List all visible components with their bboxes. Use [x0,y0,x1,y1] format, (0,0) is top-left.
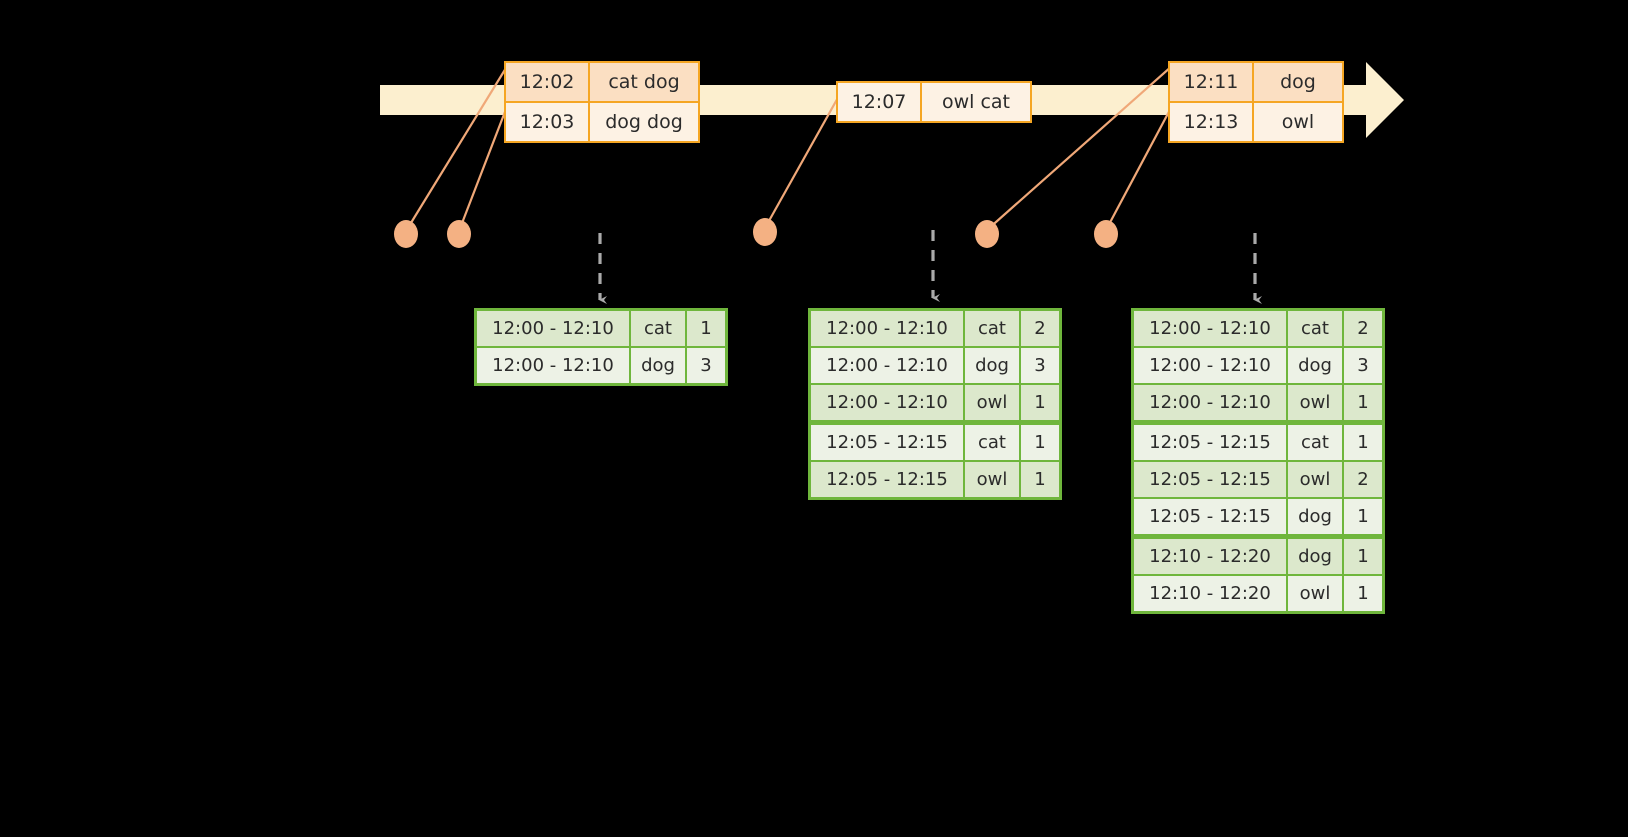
connector-dot-3 [753,218,777,246]
connector-dot-1 [394,220,418,248]
cell-count: 3 [1344,348,1382,383]
event-words: dog [1280,71,1316,93]
event-row[interactable]: 12:07 owl cat [838,83,1030,121]
connector-dot-5 [1094,220,1118,248]
result-table-2[interactable]: 12:00 - 12:10 cat 2 12:00 - 12:10 dog 3 … [808,308,1062,500]
table-row[interactable]: 12:05 - 12:15 owl 2 [1134,462,1382,497]
event-row[interactable]: 12:13 owl [1170,101,1342,141]
cell-window: 12:10 - 12:20 [1134,576,1286,611]
event-row[interactable]: 12:03 dog dog [506,101,698,141]
cell-window: 12:00 - 12:10 [811,385,963,420]
connector-line-2 [457,103,510,232]
cell-count: 1 [1344,499,1382,534]
cell-word: cat [965,425,1019,460]
event-words: dog dog [605,111,683,133]
cell-count: 2 [1021,311,1059,346]
event-time: 12:03 [506,103,590,141]
event-time: 12:07 [838,83,922,121]
cell-count: 1 [1021,425,1059,460]
cell-window: 12:05 - 12:15 [1134,462,1286,497]
cell-word: cat [1288,311,1342,346]
event-time: 12:02 [506,63,590,101]
event-row[interactable]: 12:11 dog [1170,63,1342,101]
cell-window: 12:00 - 12:10 [1134,311,1286,346]
connector-dot-2 [447,220,471,248]
cell-word: dog [631,348,685,383]
cell-window: 12:00 - 12:10 [811,311,963,346]
table-row[interactable]: 12:00 - 12:10 owl 1 [811,385,1059,420]
cell-word: dog [1288,499,1342,534]
table-row[interactable]: 12:05 - 12:15 owl 1 [811,462,1059,497]
cell-word: cat [965,311,1019,346]
cell-word: dog [965,348,1019,383]
cell-word: cat [631,311,685,346]
cell-count: 1 [1344,425,1382,460]
cell-window: 12:10 - 12:20 [1134,539,1286,574]
cell-window: 12:00 - 12:10 [477,311,629,346]
table-row[interactable]: 12:05 - 12:15 cat 1 [1134,425,1382,460]
event-time: 12:13 [1170,103,1254,141]
cell-window: 12:05 - 12:15 [811,462,963,497]
result-table-1[interactable]: 12:00 - 12:10 cat 1 12:00 - 12:10 dog 3 [474,308,728,386]
table-row[interactable]: 12:10 - 12:20 owl 1 [1134,576,1382,611]
cell-window: 12:00 - 12:10 [811,348,963,383]
cell-count: 2 [1344,311,1382,346]
event-group-2[interactable]: 12:07 owl cat [836,81,1032,123]
cell-count: 1 [1021,462,1059,497]
cell-window: 12:00 - 12:10 [1134,385,1286,420]
cell-count: 1 [687,311,725,346]
event-row[interactable]: 12:02 cat dog [506,63,698,101]
connector-dots [394,218,1118,248]
table-row[interactable]: 12:05 - 12:15 cat 1 [811,425,1059,460]
event-group-1[interactable]: 12:02 cat dog 12:03 dog dog [504,61,700,143]
drop-arrows [598,230,1262,304]
cell-word: cat [1288,425,1342,460]
cell-count: 1 [1344,385,1382,420]
cell-word: owl [1288,462,1342,497]
cell-count: 2 [1344,462,1382,497]
cell-count: 1 [1344,576,1382,611]
cell-word: dog [1288,539,1342,574]
table-row[interactable]: 12:10 - 12:20 dog 1 [1134,539,1382,574]
event-words: cat dog [608,71,680,93]
event-words: owl cat [941,91,1011,113]
cell-count: 3 [687,348,725,383]
cell-count: 3 [1021,348,1059,383]
connector-line-3 [764,93,841,229]
cell-window: 12:05 - 12:15 [1134,425,1286,460]
table-row[interactable]: 12:00 - 12:10 dog 3 [1134,348,1382,383]
cell-word: dog [1288,348,1342,383]
table-row[interactable]: 12:00 - 12:10 cat 1 [477,311,725,346]
table-row[interactable]: 12:00 - 12:10 cat 2 [811,311,1059,346]
cell-word: owl [1288,576,1342,611]
result-table-3[interactable]: 12:00 - 12:10 cat 2 12:00 - 12:10 dog 3 … [1131,308,1385,614]
connector-line-5 [1105,105,1173,231]
cell-window: 12:00 - 12:10 [1134,348,1286,383]
connector-line-1 [405,67,507,232]
cell-window: 12:05 - 12:15 [811,425,963,460]
cell-window: 12:00 - 12:10 [477,348,629,383]
connector-dot-4 [975,220,999,248]
cell-word: owl [965,385,1019,420]
table-row[interactable]: 12:00 - 12:10 owl 1 [1134,385,1382,420]
table-row[interactable]: 12:00 - 12:10 cat 2 [1134,311,1382,346]
cell-word: owl [965,462,1019,497]
cell-window: 12:05 - 12:15 [1134,499,1286,534]
table-row[interactable]: 12:05 - 12:15 dog 1 [1134,499,1382,534]
cell-count: 1 [1021,385,1059,420]
event-words: owl [1281,111,1315,133]
event-time: 12:11 [1170,63,1254,101]
cell-word: owl [1288,385,1342,420]
table-row[interactable]: 12:00 - 12:10 dog 3 [477,348,725,383]
table-row[interactable]: 12:00 - 12:10 dog 3 [811,348,1059,383]
event-group-3[interactable]: 12:11 dog 12:13 owl [1168,61,1344,143]
cell-count: 1 [1344,539,1382,574]
